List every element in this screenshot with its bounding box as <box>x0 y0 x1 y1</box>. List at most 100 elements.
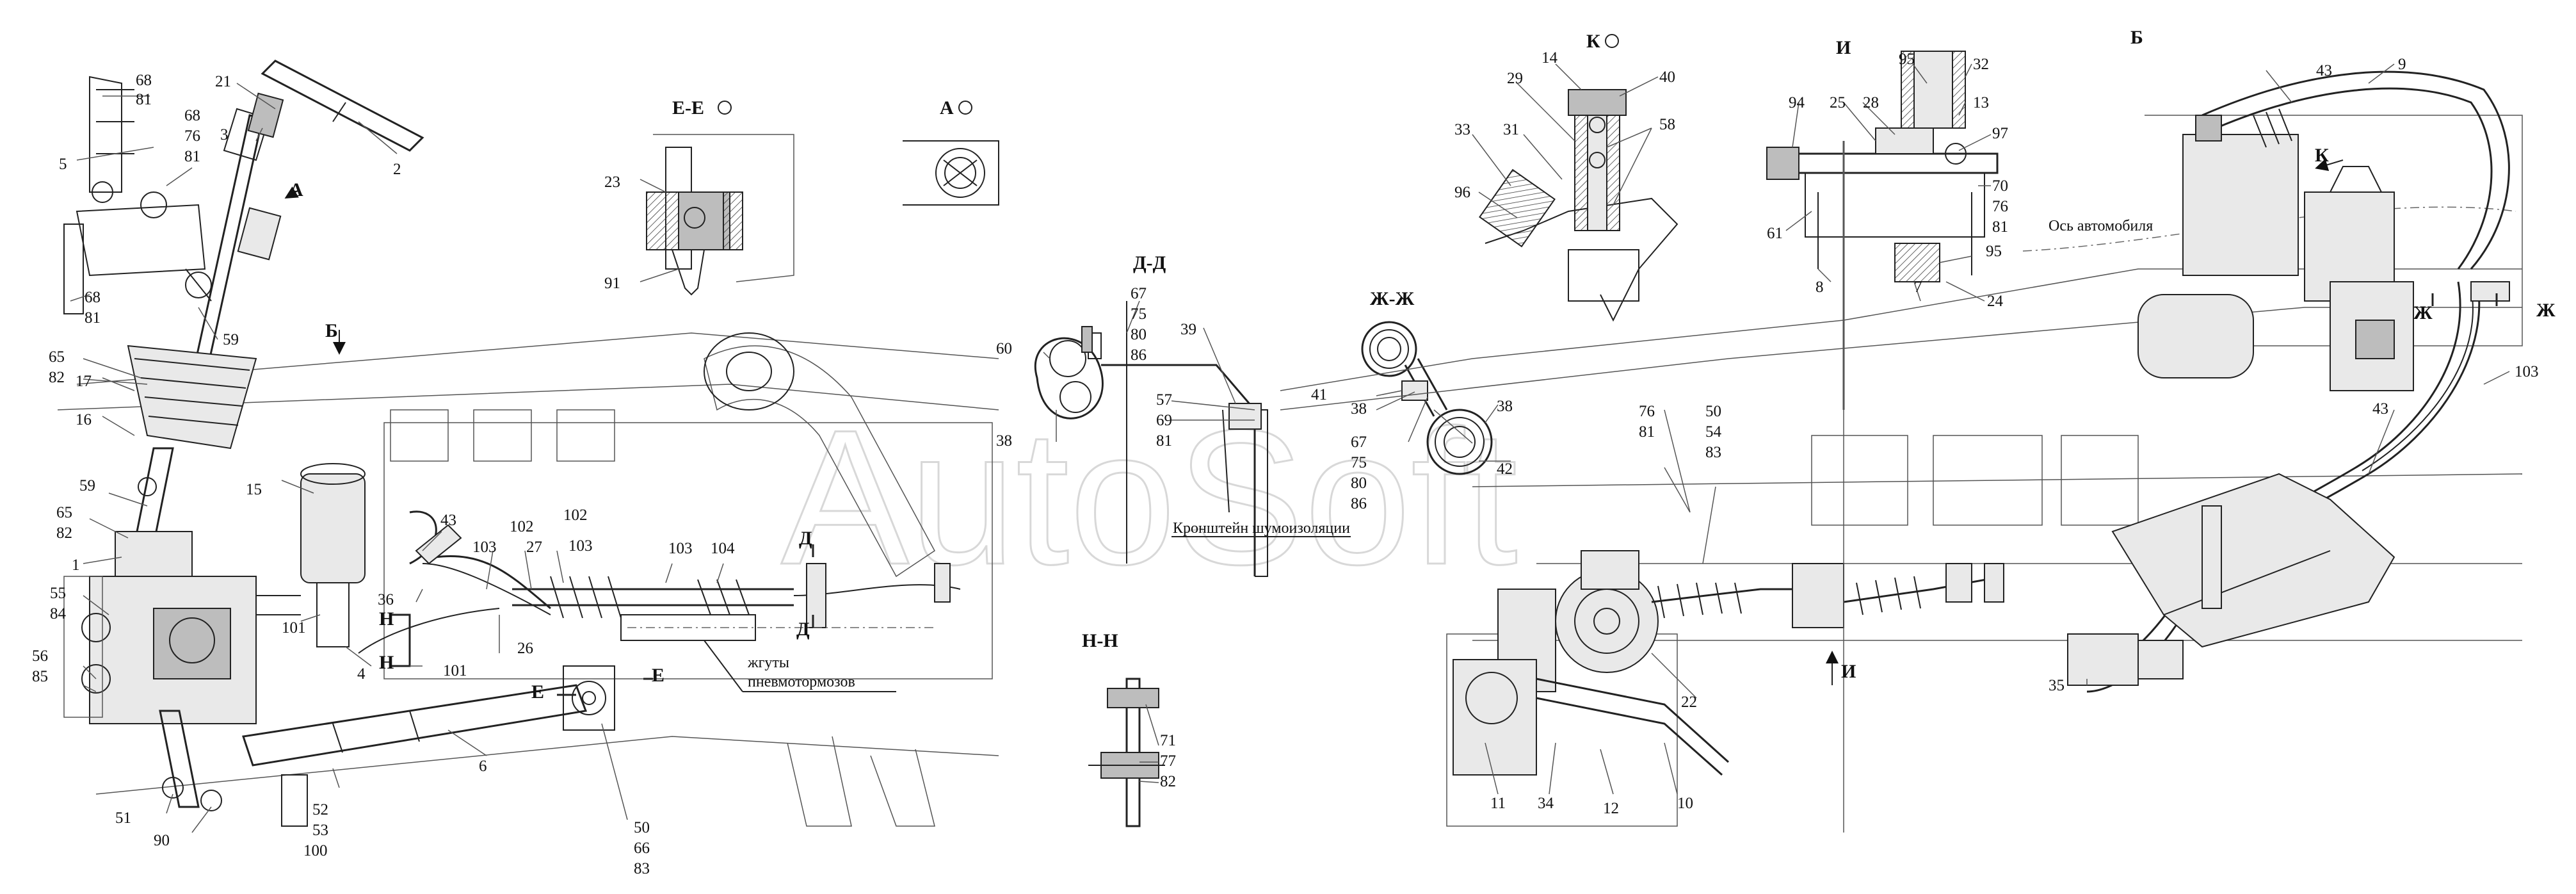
callout: 17 <box>76 373 92 390</box>
view-title-k: К <box>1586 31 1600 52</box>
view-marker-k: К <box>2315 145 2329 166</box>
callout: 77 <box>1160 752 1176 770</box>
callout: 24 <box>1987 293 2004 310</box>
callout: 103 <box>668 540 693 557</box>
section-view-e-e: Е-Е <box>646 97 794 296</box>
view-a: А <box>903 97 999 206</box>
callout: 5 <box>59 156 67 173</box>
callout: 9 <box>2398 56 2406 73</box>
callout: 10 <box>1677 795 1693 812</box>
view-b: Б Ось автомобиля <box>1280 27 2523 833</box>
callout: 103 <box>472 539 497 556</box>
callout: 96 <box>1454 184 1470 201</box>
callout: 101 <box>282 619 306 637</box>
leader-lines <box>70 63 2510 833</box>
callout: 68 <box>85 289 101 306</box>
callout: 91 <box>604 275 620 292</box>
callout: 82 <box>56 524 72 542</box>
callout: 25 <box>1830 94 1846 111</box>
callout: 50 <box>634 819 650 836</box>
section-view-zh-zh: Ж-Ж <box>1361 288 1493 475</box>
callout: 103 <box>2515 363 2539 380</box>
callout: 12 <box>1603 800 1619 817</box>
cut-marker-n-bottom: Н <box>379 652 394 673</box>
callout: 70 <box>1992 177 2008 195</box>
callout: 42 <box>1497 460 1513 478</box>
callout: 95 <box>1899 51 1915 68</box>
view-marker-a: А <box>289 179 303 200</box>
callout: 21 <box>215 73 231 90</box>
callout: 53 <box>312 822 328 839</box>
callout: 1 <box>72 557 80 574</box>
view-title-i: И <box>1836 37 1851 58</box>
callout: 4 <box>357 665 366 683</box>
callout: 97 <box>1992 125 2008 142</box>
callout: 81 <box>1639 423 1655 441</box>
callout: 13 <box>1973 94 1989 111</box>
callout: 86 <box>1131 346 1147 364</box>
callout: 61 <box>1767 225 1783 242</box>
callout: 76 <box>1639 403 1655 420</box>
view-k: К <box>1479 31 1678 322</box>
section-view-n-n: Н-Н <box>1082 630 1165 827</box>
callout: 3 <box>220 126 229 143</box>
callout: 85 <box>32 668 48 685</box>
callout: 76 <box>1992 198 2008 215</box>
view-title-e-e: Е-Е <box>672 97 704 118</box>
callout: 26 <box>517 640 533 657</box>
callout: 82 <box>1160 773 1176 790</box>
view-title-d-d: Д-Д <box>1133 252 1166 273</box>
callout: 81 <box>136 91 152 108</box>
callout: 39 <box>1180 321 1196 338</box>
cut-marker-zh-right: Ж <box>2536 300 2556 321</box>
callout: 80 <box>1131 326 1147 343</box>
callout: 102 <box>563 507 588 524</box>
view-title-zh-zh: Ж-Ж <box>1370 288 1415 309</box>
callout: 11 <box>1490 795 1506 812</box>
callout: 2 <box>393 161 401 178</box>
callout: 32 <box>1973 56 1989 73</box>
callout: 75 <box>1351 454 1367 471</box>
cut-marker-d-top: Д <box>799 528 812 549</box>
callout: 68 <box>184 107 200 124</box>
cut-marker-n-top: Н <box>379 608 394 630</box>
callout: 65 <box>49 348 65 366</box>
callout: 43 <box>2316 62 2332 79</box>
callout: 103 <box>568 537 593 555</box>
callout: 81 <box>85 309 101 327</box>
callout: 38 <box>996 432 1012 450</box>
callout: 29 <box>1507 70 1523 87</box>
callout: 102 <box>510 518 534 535</box>
callout: 34 <box>1538 795 1554 812</box>
callout: 16 <box>76 411 92 428</box>
callout: 43 <box>440 512 456 529</box>
harness-note-line2: пневмотормозов <box>748 674 855 690</box>
view-marker-b: Б <box>325 320 338 341</box>
callout: 59 <box>223 331 239 348</box>
harness-note-line1: жгуты <box>747 654 789 671</box>
callout: 6 <box>479 758 487 775</box>
callout: 35 <box>2049 677 2065 694</box>
callout: 38 <box>1497 398 1513 415</box>
callout: 83 <box>634 860 650 877</box>
callout: 100 <box>303 842 328 859</box>
watermark-text: AutoSoft <box>781 389 1518 605</box>
main-view-left <box>57 60 999 827</box>
cut-marker-zh-left: Ж <box>2413 302 2433 323</box>
callout: 36 <box>378 591 394 608</box>
callout: 28 <box>1863 94 1879 111</box>
notes: Кронштейн шумоизоляции жгуты пневмотормо… <box>704 520 1351 692</box>
callout: 81 <box>184 148 200 165</box>
callout: 81 <box>1992 218 2008 236</box>
callout: 57 <box>1156 391 1172 409</box>
callout: 80 <box>1351 475 1367 492</box>
callout: 50 <box>1705 403 1721 420</box>
callout: 71 <box>1160 732 1176 749</box>
callout: 86 <box>1351 495 1367 512</box>
callout: 14 <box>1542 49 1558 67</box>
callout: 69 <box>1156 412 1172 429</box>
callout-labels: 68 81 5 21 3 2 68 76 81 68 81 65 82 59 1… <box>32 49 2539 877</box>
callout: 95 <box>1986 243 2002 260</box>
callout: 56 <box>32 647 48 665</box>
